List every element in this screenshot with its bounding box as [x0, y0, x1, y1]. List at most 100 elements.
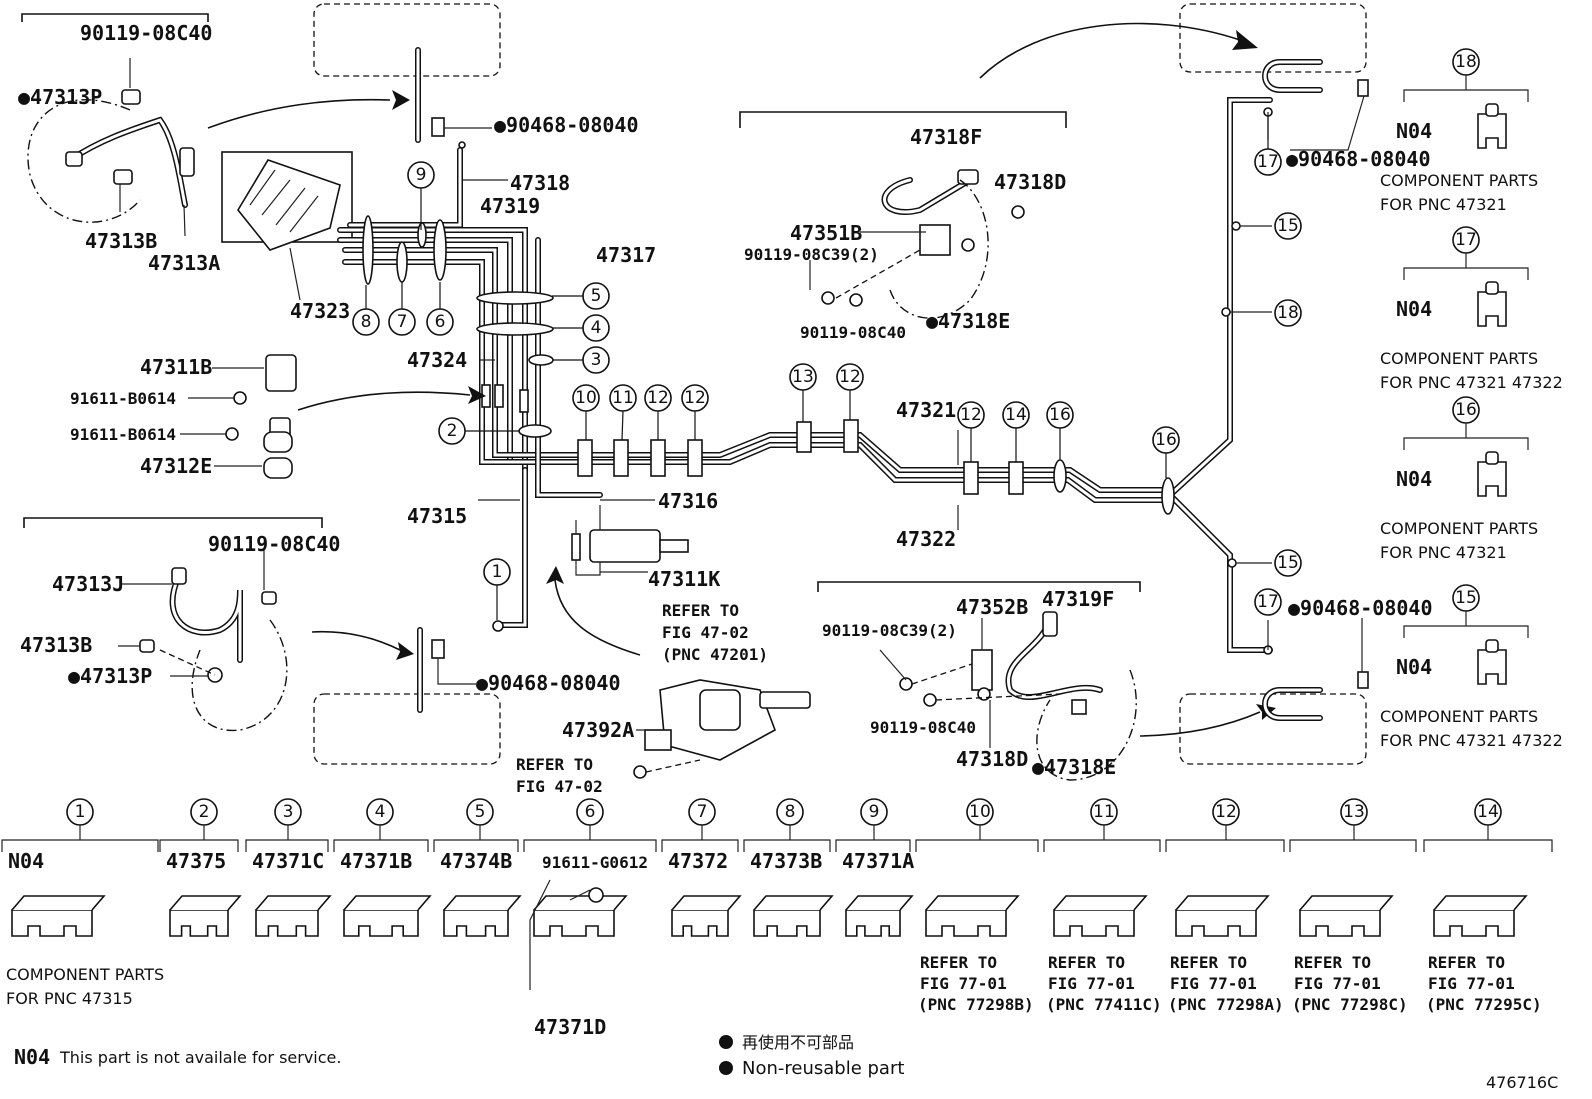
bracket-line [1289, 825, 1417, 852]
ref-line3: (PNC 77411C) [1046, 995, 1162, 1014]
part-code: N04 [1396, 467, 1432, 491]
callout-c15b: 15 [1274, 549, 1302, 577]
label-47317: 47317 [596, 243, 656, 267]
detail-box-upper-left [313, 3, 501, 77]
actuator-47323 [221, 151, 353, 301]
ref-line3: (PNC 77298B) [918, 995, 1034, 1014]
callout-number: 7 [697, 802, 708, 822]
clip-icon [1299, 909, 1381, 937]
callout-c1: 1 [483, 558, 511, 586]
bottom-part-callout: 12 [1212, 798, 1240, 826]
part-code: 47371B [340, 849, 412, 873]
callout-number: 11 [612, 388, 634, 408]
callout-number: 14 [1005, 405, 1027, 425]
callout-c15a: 15 [1274, 212, 1302, 240]
callout-number: 1 [492, 562, 503, 582]
part-note-line2: FOR PNC 47321 47322 [1380, 373, 1563, 392]
part-code: 47375 [166, 849, 226, 873]
part-code: 91611-G0612 [542, 853, 648, 872]
callout-number: 2 [447, 421, 458, 441]
ref-line3: (PNC 77295C) [1426, 995, 1542, 1014]
label-90119-08C40-bot: 90119-08C40 [870, 718, 976, 737]
part-note-line1: COMPONENT PARTS [1380, 171, 1538, 190]
part-code: 47372 [668, 849, 728, 873]
clip-top-icon [169, 895, 242, 911]
clip-head-icon [1485, 281, 1499, 295]
callout-circle [1274, 299, 1302, 327]
label-47319F: 47319F [1042, 587, 1114, 611]
callout-number: 10 [575, 388, 597, 408]
group-rear-left-hose [23, 517, 414, 732]
callout-number: 9 [416, 165, 427, 185]
clip-head-icon [1485, 103, 1499, 117]
label-90468-top: ●90468-08040 [494, 113, 639, 137]
clip-top-icon [1053, 895, 1148, 911]
bottom-part-7: 7 47372 [661, 798, 742, 937]
callout-number: 6 [585, 802, 596, 822]
label-47324: 47324 [407, 348, 467, 372]
callout-number: 15 [1277, 216, 1299, 236]
bracket-line [1, 825, 159, 852]
label-47313A: 47313A [148, 251, 220, 275]
label-91611-B0614-a: 91611-B0614 [70, 389, 176, 408]
clip-top-icon [11, 895, 106, 911]
label-90119-08C40-left: 90119-08C40 [208, 532, 340, 556]
callout-number: 4 [375, 802, 386, 822]
bottom-part-callout: 5 [466, 798, 494, 826]
bracket-line [1423, 825, 1553, 852]
detail-box-upper-right [1179, 3, 1367, 73]
bracket-line [523, 825, 657, 852]
bottom-part-callout: 8 [776, 798, 804, 826]
side-part-callout: 17 [1452, 226, 1480, 254]
brackets-left [180, 354, 486, 479]
ref-line2: FIG 77-01 [1428, 974, 1515, 993]
callout-number: 16 [1049, 405, 1071, 425]
part-note-line2: FOR PNC 47321 [1380, 195, 1507, 214]
bracket-line [1403, 75, 1529, 102]
label-refer-47201-3: (PNC 47201) [662, 645, 768, 664]
clip-icon [1477, 113, 1507, 149]
callout-c12a: 12 [644, 384, 672, 412]
bracket-line [159, 825, 239, 852]
label-47312E: 47312E [140, 454, 212, 478]
label-47316: 47316 [658, 489, 718, 513]
bottom-part-callout: 4 [366, 798, 394, 826]
label-47311K: 47311K [648, 567, 720, 591]
clip-top-icon [1433, 895, 1528, 911]
clip-top-icon [343, 895, 432, 911]
detail-box-lower-left [313, 693, 501, 765]
bracket-line [245, 825, 329, 852]
clip-top-icon [671, 895, 742, 911]
legend-non-reusable-jp: 再使用不可部品 [742, 1033, 854, 1052]
bracket-line [1403, 423, 1529, 450]
bottom-part-callout: 3 [274, 798, 302, 826]
callout-c10: 10 [572, 384, 600, 412]
clip-icon [1053, 909, 1135, 937]
clip-icon [753, 909, 821, 937]
clip-icon [845, 909, 901, 937]
group-rear-right-hose [817, 581, 1276, 781]
label-47351B: 47351B [790, 221, 862, 245]
callout-number: 16 [1155, 430, 1177, 450]
bracket-line [661, 825, 739, 852]
ref-line3: (PNC 77298C) [1292, 995, 1408, 1014]
label-90468-right-top: ●90468-08040 [1286, 147, 1431, 171]
callout-number: 16 [1455, 400, 1477, 420]
label-47313J: 47313J [52, 572, 124, 596]
callout-number: 3 [591, 350, 602, 370]
callout-number: 11 [1093, 802, 1115, 822]
callout-c5: 5 [582, 282, 610, 310]
bottom-part-callout: 14 [1474, 798, 1502, 826]
bracket-line [1043, 825, 1161, 852]
ref-line1: REFER TO [920, 953, 997, 972]
